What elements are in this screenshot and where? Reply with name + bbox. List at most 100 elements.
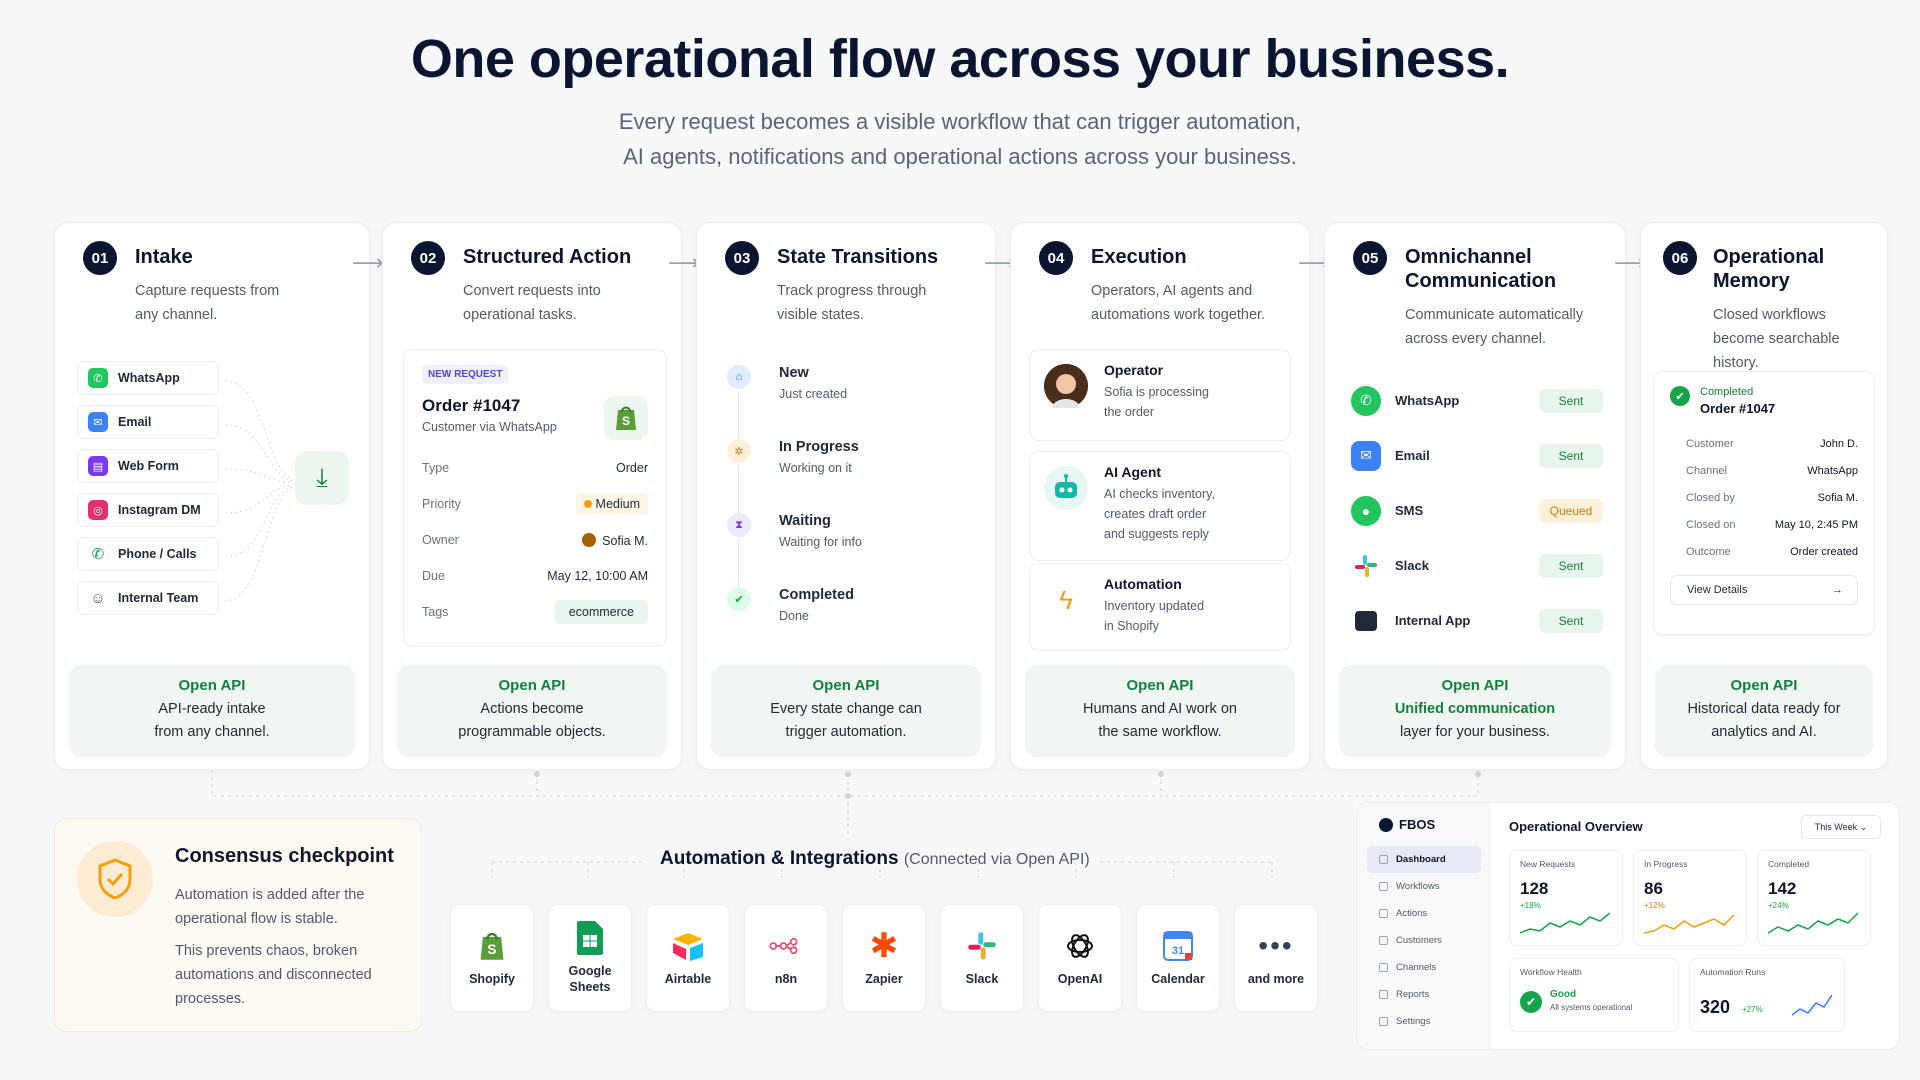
- order-title: Order #1047: [422, 396, 521, 415]
- step-description: Closed workflows become searchable histo…: [1713, 307, 1840, 371]
- channel-internal-team[interactable]: ☺Internal Team: [77, 581, 219, 615]
- whatsapp-icon: ✆: [1351, 385, 1381, 416]
- nav-actions[interactable]: Actions: [1367, 900, 1481, 927]
- step-number: 04: [1039, 241, 1073, 275]
- integration-shopify[interactable]: S Shopify: [450, 904, 534, 1012]
- kpi-in-progress: In Progress 86 +12%: [1633, 850, 1747, 946]
- progress-icon: ✲: [727, 439, 751, 463]
- sms-icon: ●: [1351, 495, 1381, 526]
- step-description: Convert requests into operational tasks.: [463, 283, 601, 323]
- view-details-button[interactable]: View Details→: [1670, 575, 1858, 605]
- step-title: Structured Action: [463, 246, 632, 268]
- page-subtitle: Every request becomes a visible workflow…: [0, 104, 1920, 174]
- comm-email[interactable]: ✉ Email Sent: [1351, 428, 1603, 483]
- nav-channels[interactable]: Channels: [1367, 954, 1481, 981]
- step-number: 05: [1353, 241, 1387, 275]
- check-circle-icon: ✔: [1670, 386, 1690, 406]
- team-icon: ☺: [88, 588, 108, 608]
- comm-whatsapp[interactable]: ✆ WhatsApp Sent: [1351, 373, 1603, 428]
- step-state-transitions: 03 State Transitions Track progress thro…: [696, 222, 996, 770]
- consensus-checkpoint: Consensus checkpoint Automation is added…: [54, 818, 422, 1032]
- channel-phone[interactable]: ✆Phone / Calls: [77, 537, 219, 571]
- workflow-steps: 01 Intake Capture requests from any chan…: [54, 222, 1890, 770]
- channel-instagram[interactable]: ◎Instagram DM: [77, 493, 219, 527]
- logo: FBOS: [1379, 817, 1481, 832]
- integration-more[interactable]: ••• and more: [1234, 904, 1318, 1012]
- shield-check-icon: [77, 841, 153, 917]
- zapier-icon: ✱: [869, 927, 899, 965]
- checkpoint-text: This prevents chaos, broken automations …: [175, 943, 372, 1007]
- step-title: Intake: [135, 246, 193, 268]
- ai-agent-card[interactable]: AI Agent AI checks inventory,creates dra…: [1029, 451, 1291, 561]
- step-title: State Transitions: [777, 246, 939, 268]
- kpi-completed: Completed 142 +24%: [1757, 850, 1871, 946]
- nav-customers[interactable]: Customers: [1367, 927, 1481, 954]
- nav-settings[interactable]: Settings: [1367, 1008, 1481, 1035]
- app-window-icon: [1355, 610, 1377, 631]
- arrow-right-icon: →: [1832, 584, 1843, 596]
- channel-connectors: [225, 380, 294, 602]
- arrow-right-icon: ⟶: [352, 250, 384, 275]
- integration-slack[interactable]: Slack: [940, 904, 1024, 1012]
- integration-google-sheets[interactable]: Google Sheets: [548, 904, 632, 1012]
- kpi-new-requests: New Requests 128 +18%: [1509, 850, 1623, 946]
- automation-runs: Automation Runs 320 +27%: [1689, 958, 1845, 1032]
- integration-n8n[interactable]: n8n: [744, 904, 828, 1012]
- tag-badge[interactable]: ecommerce: [554, 600, 648, 624]
- checkpoint-text: Automation is added after the operationa…: [175, 887, 365, 927]
- slack-icon: [1351, 550, 1381, 581]
- integration-calendar[interactable]: 31 Calendar: [1136, 904, 1220, 1012]
- sheets-icon: [573, 921, 607, 955]
- dashboard-preview: FBOS Dashboard Workflows Actions Custome…: [1356, 802, 1900, 1050]
- integration-zapier[interactable]: ✱ Zapier: [842, 904, 926, 1012]
- phone-icon: ✆: [88, 544, 108, 564]
- workflow-health: Workflow Health ✔ Good All systems opera…: [1509, 958, 1679, 1032]
- step-description: Track progress through visible states.: [777, 283, 927, 323]
- order-card[interactable]: NEW REQUEST Order #1047 Customer via Wha…: [403, 349, 667, 647]
- channel-email[interactable]: ✉Email: [77, 405, 219, 439]
- channel-web-form[interactable]: ▤Web Form: [77, 449, 219, 483]
- step-operational-memory: 06 Operational Memory Closed workflows b…: [1640, 222, 1888, 770]
- comm-slack[interactable]: Slack Sent: [1351, 538, 1603, 593]
- check-icon: ✔: [727, 587, 751, 611]
- download-icon[interactable]: ⤓: [295, 451, 349, 505]
- airtable-icon: [671, 929, 705, 963]
- robot-icon: [1044, 466, 1088, 510]
- nav-workflows[interactable]: Workflows: [1367, 873, 1481, 900]
- shopify-icon: S: [604, 396, 648, 440]
- checkpoint-title: Consensus checkpoint: [175, 845, 394, 867]
- period-select[interactable]: This Week ⌄: [1801, 815, 1881, 839]
- nav-dashboard[interactable]: Dashboard: [1367, 846, 1481, 873]
- comm-sms[interactable]: ● SMS Queued: [1351, 483, 1603, 538]
- email-icon: ✉: [1351, 440, 1381, 471]
- order-subtitle: Customer via WhatsApp: [422, 420, 557, 434]
- hero: One operational flow across your busines…: [0, 28, 1920, 174]
- email-icon: ✉: [88, 412, 108, 432]
- channel-whatsapp[interactable]: ✆WhatsApp: [77, 361, 219, 395]
- intake-channel-list: ✆WhatsApp ✉Email ▤Web Form ◎Instagram DM…: [77, 361, 219, 625]
- comm-internal-app[interactable]: Internal App Sent: [1351, 593, 1603, 648]
- integration-openai[interactable]: OpenAI: [1038, 904, 1122, 1012]
- lightning-icon: ϟ: [1059, 584, 1073, 615]
- status-badge: Sent: [1539, 388, 1603, 413]
- nav-reports[interactable]: Reports: [1367, 981, 1481, 1008]
- integration-airtable[interactable]: Airtable: [646, 904, 730, 1012]
- svg-text:S: S: [622, 414, 630, 428]
- dashboard-title: Operational Overview: [1509, 819, 1643, 834]
- priority-badge: Medium: [575, 493, 648, 515]
- step-omnichannel: 05 Omnichannel Communication Communicate…: [1324, 222, 1626, 770]
- sparkline: [1768, 912, 1858, 934]
- step-description: Capture requests from any channel.: [135, 283, 280, 323]
- step-number: 06: [1663, 241, 1697, 275]
